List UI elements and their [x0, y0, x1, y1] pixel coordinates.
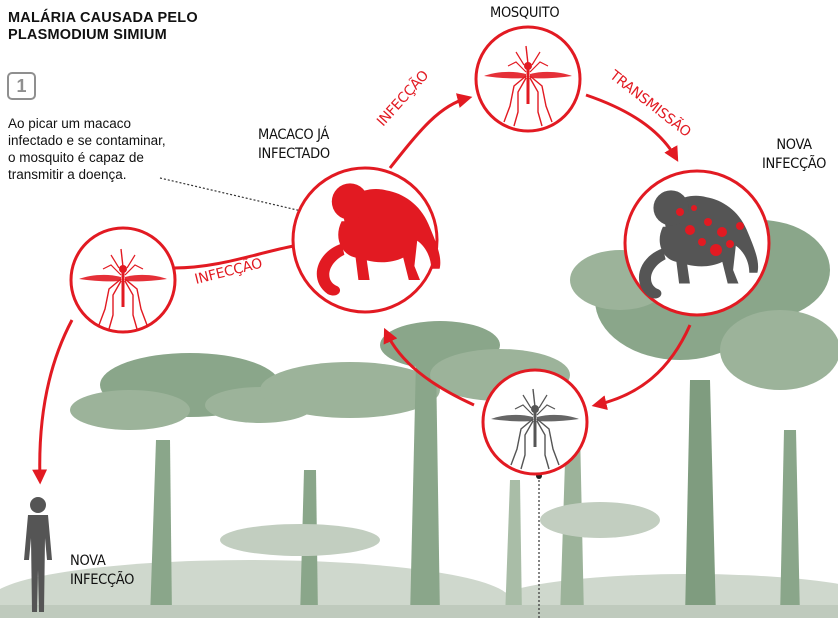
label-line: INFECÇÃO — [762, 155, 826, 174]
title-line-2: PLASMODIUM SIMIUM — [8, 27, 268, 44]
label-infected-monkey: MACACO JÁ INFECTADO — [258, 126, 330, 164]
step-number-badge: 1 — [7, 72, 36, 100]
note-line: Ao picar um macaco — [8, 115, 208, 132]
step-note: Ao picar um macaco infectado e se contam… — [8, 115, 208, 183]
note-line: infectado e se contaminar, — [8, 132, 208, 149]
arrow-label-infection-top: INFECÇÃO — [373, 67, 432, 130]
label-line: INFECTADO — [258, 145, 330, 164]
label-line: MACACO JÁ — [258, 126, 330, 145]
label-mosquito: MOSQUITO — [490, 4, 559, 23]
title-line-1: MALÁRIA CAUSADA PELO — [8, 10, 268, 27]
page-title: MALÁRIA CAUSADA PELO PLASMODIUM SIMIUM — [8, 10, 268, 44]
label-line: NOVA — [762, 136, 826, 155]
node-left-mosquito — [71, 228, 175, 332]
label-human-infection: NOVA INFECÇÃO — [70, 552, 134, 590]
note-line: transmitir a doença. — [8, 166, 208, 183]
node-new-monkey — [625, 171, 769, 315]
arrow-left-mosquito-to-human — [40, 320, 72, 480]
arrow-label-infection-left: INFECÇÃO — [193, 255, 264, 288]
node-infected-monkey — [293, 168, 440, 312]
node-top-mosquito — [476, 27, 580, 131]
label-line: NOVA — [70, 552, 134, 571]
note-line: o mosquito é capaz de — [8, 149, 208, 166]
label-line: INFECÇÃO — [70, 571, 134, 590]
node-bottom-mosquito — [483, 370, 587, 474]
label-new-monkey-infection: NOVA INFECÇÃO — [762, 136, 826, 174]
